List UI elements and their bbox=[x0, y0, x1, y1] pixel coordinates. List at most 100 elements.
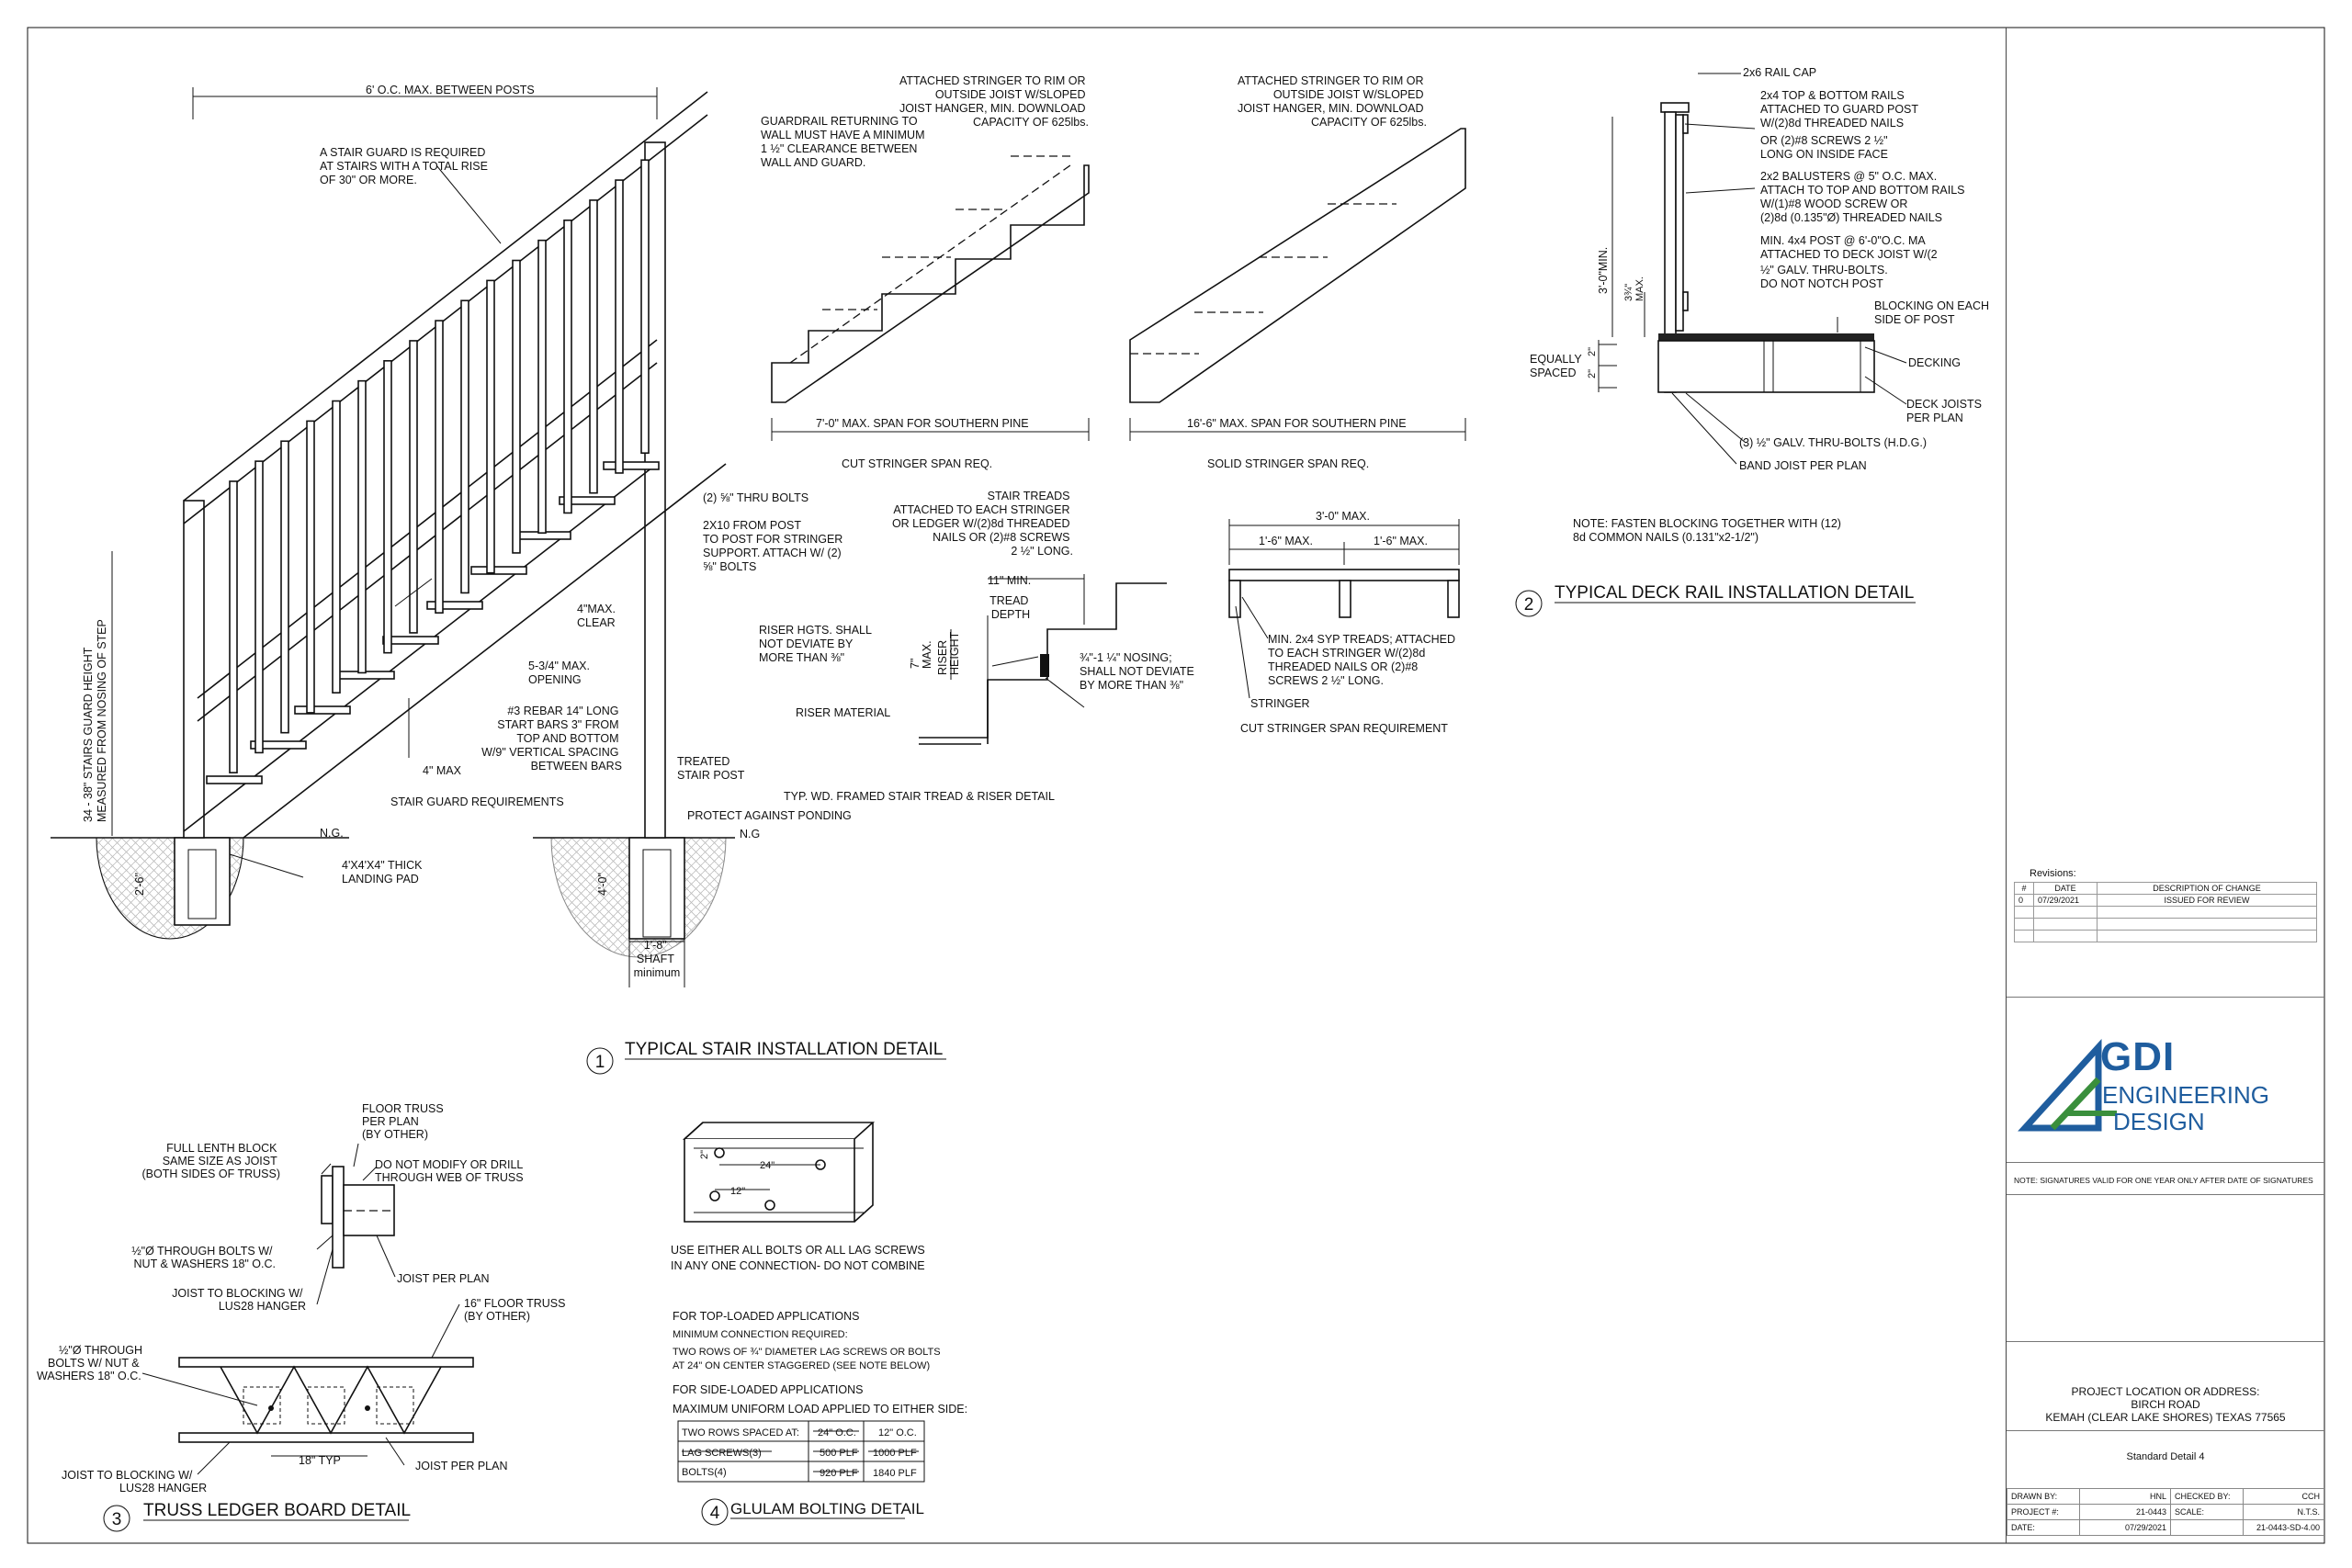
ng-left-label: N.G. bbox=[320, 827, 344, 840]
guardrail-return-note: GUARDRAIL RETURNING TO WALL MUST HAVE A … bbox=[761, 115, 928, 169]
glulam-dim-24: 24" bbox=[760, 1160, 775, 1171]
svg-text:MEASURED FROM NOSING OF STEP: MEASURED FROM NOSING OF STEP bbox=[96, 619, 108, 822]
cut-stringer-requirement-caption: CUT STRINGER SPAN REQUIREMENT bbox=[1240, 722, 1448, 735]
baluster bbox=[537, 239, 547, 534]
min-depth-label: 11" MIN. bbox=[988, 574, 1031, 587]
equally-spaced-label: EQUALLY SPACED bbox=[1530, 353, 1585, 379]
max-clear-label: 4"MAX. CLEAR bbox=[577, 603, 618, 629]
stair-tread bbox=[250, 740, 307, 750]
baluster bbox=[640, 159, 650, 455]
through-bolts-2-label: ½"Ø THROUGH BOLTS W/ NUT & WASHERS 18" O… bbox=[37, 1344, 146, 1382]
four-max-label: 4" MAX bbox=[423, 764, 462, 777]
dim-4-0: 4'-0" bbox=[596, 873, 609, 896]
floor-truss-16-label: 16" FLOOR TRUSS (BY OTHER) bbox=[464, 1297, 569, 1323]
riser-height-label: RISER HEIGHT bbox=[936, 631, 961, 675]
logo-mark-icon bbox=[2018, 1038, 2117, 1132]
cut-stringer-caption: CUT STRINGER SPAN REQ. bbox=[842, 457, 992, 470]
sheet-code: 21-0443-SD-4.00 bbox=[2243, 1519, 2324, 1536]
blocking-label: BLOCKING ON EACH SIDE OF POST bbox=[1874, 299, 1993, 326]
right-post bbox=[644, 141, 666, 839]
svg-text:MAX.: MAX. bbox=[1634, 276, 1645, 301]
project-label: PROJECT #: bbox=[2007, 1504, 2080, 1520]
use-either-note: USE EITHER ALL BOLTS OR ALL LAG SCREWS I… bbox=[671, 1244, 928, 1272]
stair-detail bbox=[51, 87, 735, 987]
detail-3-bubble bbox=[103, 1505, 130, 1532]
galv-thru-bolts-label: (3) ½" GALV. THRU-BOLTS (H.D.G.) bbox=[1739, 436, 1927, 449]
stair-tread bbox=[338, 671, 395, 680]
rails-note: 2x4 TOP & BOTTOM RAILS ATTACHED TO GUARD… bbox=[1760, 89, 1921, 161]
baluster bbox=[486, 279, 495, 574]
detail-3-title: TRUSS LEDGER BOARD DETAIL bbox=[143, 1501, 411, 1520]
stair-tread bbox=[206, 775, 263, 784]
baluster bbox=[615, 179, 624, 474]
baluster bbox=[589, 199, 598, 494]
no-modify-label: DO NOT MODIFY OR DRILL THROUGH WEB OF TR… bbox=[375, 1158, 526, 1184]
baluster bbox=[563, 219, 572, 514]
ponding-label: PROTECT AGAINST PONDING bbox=[687, 809, 852, 822]
detail-4-number: 4 bbox=[710, 1504, 720, 1523]
solid-stringer-caption: SOLID STRINGER SPAN REQ. bbox=[1207, 457, 1369, 470]
truss-ledger-drawing bbox=[141, 1143, 474, 1475]
project-location-label: PROJECT LOCATION OR ADDRESS: bbox=[2071, 1385, 2260, 1398]
detail-2-title: TYPICAL DECK RAIL INSTALLATION DETAIL bbox=[1555, 583, 1914, 603]
rev-num: 0 bbox=[2014, 894, 2034, 907]
stair-tread bbox=[382, 636, 439, 645]
table-row: DRAWN BY: HNL CHECKED BY: CCH bbox=[2007, 1488, 2324, 1505]
svg-text:3¾": 3¾" bbox=[1623, 284, 1634, 301]
riser-max-label: 7" MAX. bbox=[909, 640, 933, 669]
rebar-note: #3 REBAR 14" LONG START BARS 3" FROM TOP… bbox=[481, 705, 622, 773]
scale-label: SCALE: bbox=[2170, 1504, 2244, 1520]
revisions-label: Revisions: bbox=[2030, 868, 2076, 879]
detail-3-number: 3 bbox=[112, 1510, 122, 1529]
solid-stringer-note: ATTACHED STRINGER TO RIM OR OUTSIDE JOIS… bbox=[1238, 74, 1427, 129]
side-loaded-label: FOR SIDE-LOADED APPLICATIONS bbox=[673, 1383, 863, 1396]
min-height-dim: 3'-0"MIN. bbox=[1597, 247, 1610, 294]
glulam-drawing bbox=[677, 1122, 925, 1483]
max-opening-label: 5-3/4" MAX. OPENING bbox=[528, 660, 593, 686]
solid-stringer-span: 16'-6" MAX. SPAN FOR SOUTHERN PINE bbox=[1187, 417, 1407, 430]
table-cell: 24" O.C. bbox=[818, 1427, 856, 1438]
rev-date: 07/29/2021 bbox=[2033, 894, 2098, 907]
table-cell: 1000 PLF bbox=[873, 1448, 917, 1459]
stair-treads-note: STAIR TREADS ATTACHED TO EACH STRINGER O… bbox=[892, 490, 1073, 558]
riser-hgts-note: RISER HGTS. SHALL NOT DEVIATE BY MORE TH… bbox=[759, 624, 875, 664]
checked-by-value: CCH bbox=[2243, 1488, 2324, 1505]
stair-tread bbox=[603, 461, 660, 470]
decking-label: DECKING bbox=[1908, 356, 1961, 369]
baluster bbox=[357, 379, 367, 674]
date-value: 07/29/2021 bbox=[2079, 1519, 2171, 1536]
table-row bbox=[2014, 930, 2317, 942]
full-block-label: FULL LENTH BLOCK SAME SIZE AS JOIST (BOT… bbox=[142, 1142, 280, 1180]
baluster bbox=[229, 480, 238, 773]
baluster bbox=[280, 440, 289, 734]
left-post bbox=[183, 500, 205, 839]
table-row: DATE: 07/29/2021 21-0443-SD-4.00 bbox=[2007, 1519, 2324, 1536]
deck-joists-label: DECK JOISTS PER PLAN bbox=[1906, 398, 1984, 424]
typ-18-label: 18" TYP bbox=[299, 1454, 341, 1467]
deck-rail-drawing bbox=[1598, 73, 1907, 465]
detail-2-bubble bbox=[1515, 590, 1543, 617]
nosing-note: ¾"-1 ¼" NOSING; SHALL NOT DEVIATE BY MOR… bbox=[1080, 651, 1197, 692]
rev-header-desc: DESCRIPTION OF CHANGE bbox=[2097, 882, 2317, 895]
logo-engineering: ENGINEERING bbox=[2102, 1081, 2270, 1109]
stringer-label: STRINGER bbox=[1250, 697, 1310, 710]
joist-blocking-2-label: JOIST TO BLOCKING W/ LUS28 HANGER bbox=[62, 1469, 207, 1495]
svg-text:34 - 38" STAIRS GUARD HEIGHT: 34 - 38" STAIRS GUARD HEIGHT bbox=[82, 647, 95, 822]
baluster bbox=[383, 360, 392, 654]
baluster bbox=[512, 259, 521, 554]
cut-stringer-note: ATTACHED STRINGER TO RIM OR OUTSIDE JOIS… bbox=[899, 74, 1089, 129]
baluster bbox=[435, 320, 444, 614]
table-row bbox=[2014, 918, 2317, 931]
table-cell: TWO ROWS SPACED AT: bbox=[682, 1427, 799, 1438]
guard-height-note: 34 - 38" STAIRS GUARD HEIGHT MEASURED FR… bbox=[82, 619, 108, 822]
balusters-note: 2x2 BALUSTERS @ 5" O.C. MAX. ATTACH TO T… bbox=[1760, 170, 1968, 224]
table-cell: 12" O.C. bbox=[878, 1427, 917, 1438]
table-row: PROJECT #: 21-0443 SCALE: N.T.S. bbox=[2007, 1504, 2324, 1520]
scale-value: N.T.S. bbox=[2243, 1504, 2324, 1520]
detail-1-title: TYPICAL STAIR INSTALLATION DETAIL bbox=[625, 1040, 943, 1059]
table-row: # DATE DESCRIPTION OF CHANGE bbox=[2014, 882, 2317, 895]
floor-truss-label: FLOOR TRUSS PER PLAN (BY OTHER) bbox=[362, 1102, 447, 1141]
rev-desc: ISSUED FOR REVIEW bbox=[2097, 894, 2317, 907]
logo-gdi: GDI bbox=[2100, 1034, 2176, 1079]
ng-right-label: N.G bbox=[740, 828, 760, 840]
